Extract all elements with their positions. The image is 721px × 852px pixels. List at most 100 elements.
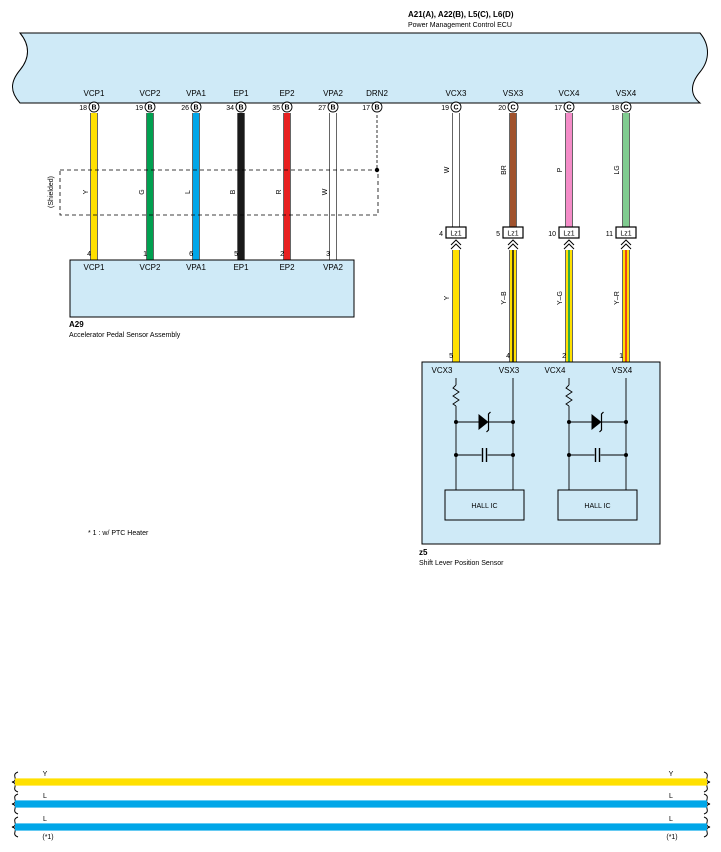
wire-vsx3-core <box>510 113 516 227</box>
wire-code-left: L <box>43 816 47 823</box>
wire-color-code: Y–G <box>557 291 564 305</box>
shielded-label: (Shielded) <box>48 176 55 208</box>
break-mark-right-icon <box>703 816 711 838</box>
circuit-node <box>511 453 515 457</box>
ecu-pin-label: EP1 <box>233 89 249 98</box>
wire-vsx3 <box>509 113 517 227</box>
wire-color-code: Y–R <box>614 291 621 305</box>
wire-vsx4-core <box>623 113 629 227</box>
wire-vsx4 <box>622 113 630 227</box>
junction-connector <box>502 226 524 239</box>
wire-ep2-core <box>284 113 290 260</box>
wire-color-code: Y <box>83 189 90 194</box>
z5-pin-number: 5 <box>449 353 453 360</box>
z5-pin-number: 2 <box>562 353 566 360</box>
ecu-pin-number: 17 <box>554 105 562 112</box>
wire-color-code: W <box>322 188 329 195</box>
wire-vcp2-core <box>147 113 153 260</box>
junction-connector <box>615 226 637 239</box>
z5-pin-label: VSX4 <box>612 366 633 375</box>
a29-pin-label: VCP1 <box>84 263 105 272</box>
a29-pin-label: EP1 <box>233 263 249 272</box>
wire-vcp2 <box>146 113 154 260</box>
circuit-node <box>454 453 458 457</box>
a29-pin-number: 1 <box>143 251 147 258</box>
connector-letter: B <box>238 105 243 112</box>
wire-vcx3 <box>452 113 460 227</box>
connector-circle <box>235 101 247 113</box>
ecu-pin-label: VSX4 <box>616 89 637 98</box>
connector-chevron-icon <box>620 239 632 250</box>
ecu-pin-label: VCP1 <box>84 89 105 98</box>
zener-diode-icon <box>591 414 602 430</box>
note-left: (*1) <box>42 834 53 841</box>
wire-vcp1-core <box>91 113 97 260</box>
z5-pin-number: 4 <box>506 353 510 360</box>
ecu-pin-label: VCX4 <box>559 89 580 98</box>
connector-circle <box>190 101 202 113</box>
lower-wire <box>452 250 460 362</box>
wire-color-code: BR <box>501 165 508 175</box>
circuit-node <box>511 420 515 424</box>
connector-circle <box>88 101 100 113</box>
ecu-pin-label: VPA1 <box>186 89 206 98</box>
z5-pin-label: VSX3 <box>499 366 520 375</box>
wire-ep1 <box>237 113 245 260</box>
lower-wire-stripe <box>568 250 570 362</box>
a29-pin-label: EP2 <box>279 263 295 272</box>
circuit-node <box>454 420 458 424</box>
connector-chevron-icon <box>507 239 519 250</box>
wire-code-right: L <box>669 816 673 823</box>
wire-ep1-core <box>238 113 244 260</box>
hall-ic-label: HALL IC <box>584 503 610 510</box>
ecu-pin-label: EP2 <box>279 89 295 98</box>
circuit-node <box>567 453 571 457</box>
connector-letter: C <box>453 105 458 112</box>
ecu-pin-number: 18 <box>79 105 87 112</box>
a29-name: Accelerator Pedal Sensor Assembly <box>69 332 181 339</box>
junction-label: Lz1 <box>563 231 574 238</box>
a29-pin-label: VPA2 <box>323 263 343 272</box>
wire-vpa2-core <box>330 113 336 260</box>
junction-pin-number: 4 <box>439 231 443 238</box>
a29-pin-number: 4 <box>87 251 91 258</box>
wire-code-left: L <box>43 793 47 800</box>
ecu-pin-number: 26 <box>181 105 189 112</box>
wire-color-code: Y <box>444 295 451 300</box>
z5-pin-number: 1 <box>619 353 623 360</box>
footnote: * 1 : w/ PTC Heater <box>88 530 149 537</box>
connector-letter: B <box>147 105 152 112</box>
wire-ep2 <box>283 113 291 260</box>
z5-name: Shift Lever Position Sensor <box>419 560 504 567</box>
connector-letter: B <box>91 105 96 112</box>
ecu-pin-number: 19 <box>441 105 449 112</box>
lower-wire <box>509 250 517 362</box>
a29-pin-label: VCP2 <box>140 263 161 272</box>
shield-outline <box>59 169 379 216</box>
ecu-pin-label: VCX3 <box>446 89 467 98</box>
a29-pin-number: 3 <box>326 251 330 258</box>
wire-color-code: R <box>276 189 283 194</box>
circuit-node <box>624 453 628 457</box>
wire-vcp1 <box>90 113 98 260</box>
wire-color-code: Y–B <box>501 291 508 305</box>
wire-code-right: L <box>669 793 673 800</box>
ecu-pin-number: 27 <box>318 105 326 112</box>
zener-diode-icon <box>478 414 489 430</box>
connector-circle <box>620 101 632 113</box>
wire-color-code: LG <box>614 165 621 174</box>
connector-letter: B <box>193 105 198 112</box>
junction-label: Lz1 <box>620 231 631 238</box>
junction-connector <box>445 226 467 239</box>
a29-body <box>69 259 355 318</box>
ecu-pin-number: 35 <box>272 105 280 112</box>
ecu-pin-number: 17 <box>362 105 370 112</box>
break-mark-right-icon <box>703 771 711 793</box>
connector-letter: B <box>284 105 289 112</box>
connector-letter: C <box>510 105 515 112</box>
ecu-pin-label: VPA2 <box>323 89 343 98</box>
